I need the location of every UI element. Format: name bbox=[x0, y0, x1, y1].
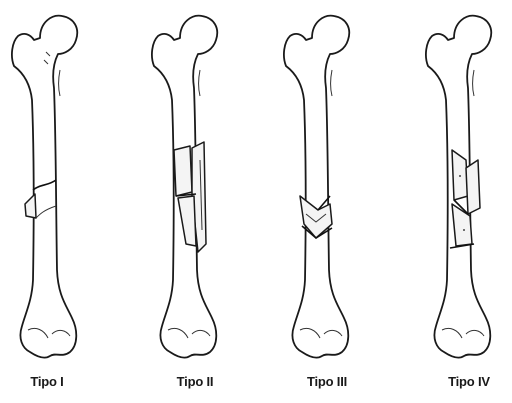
caption-tipo-4: Tipo IV bbox=[414, 374, 512, 389]
femur-tipo-2 bbox=[152, 16, 217, 358]
caption-tipo-1: Tipo I bbox=[0, 374, 102, 389]
caption-tipo-2: Tipo II bbox=[140, 374, 250, 389]
femur-tipo-1 bbox=[12, 16, 77, 358]
caption-tipo-3: Tipo III bbox=[272, 374, 382, 389]
femur-tipo-4 bbox=[426, 16, 491, 358]
femur-tipo-3 bbox=[284, 16, 349, 358]
